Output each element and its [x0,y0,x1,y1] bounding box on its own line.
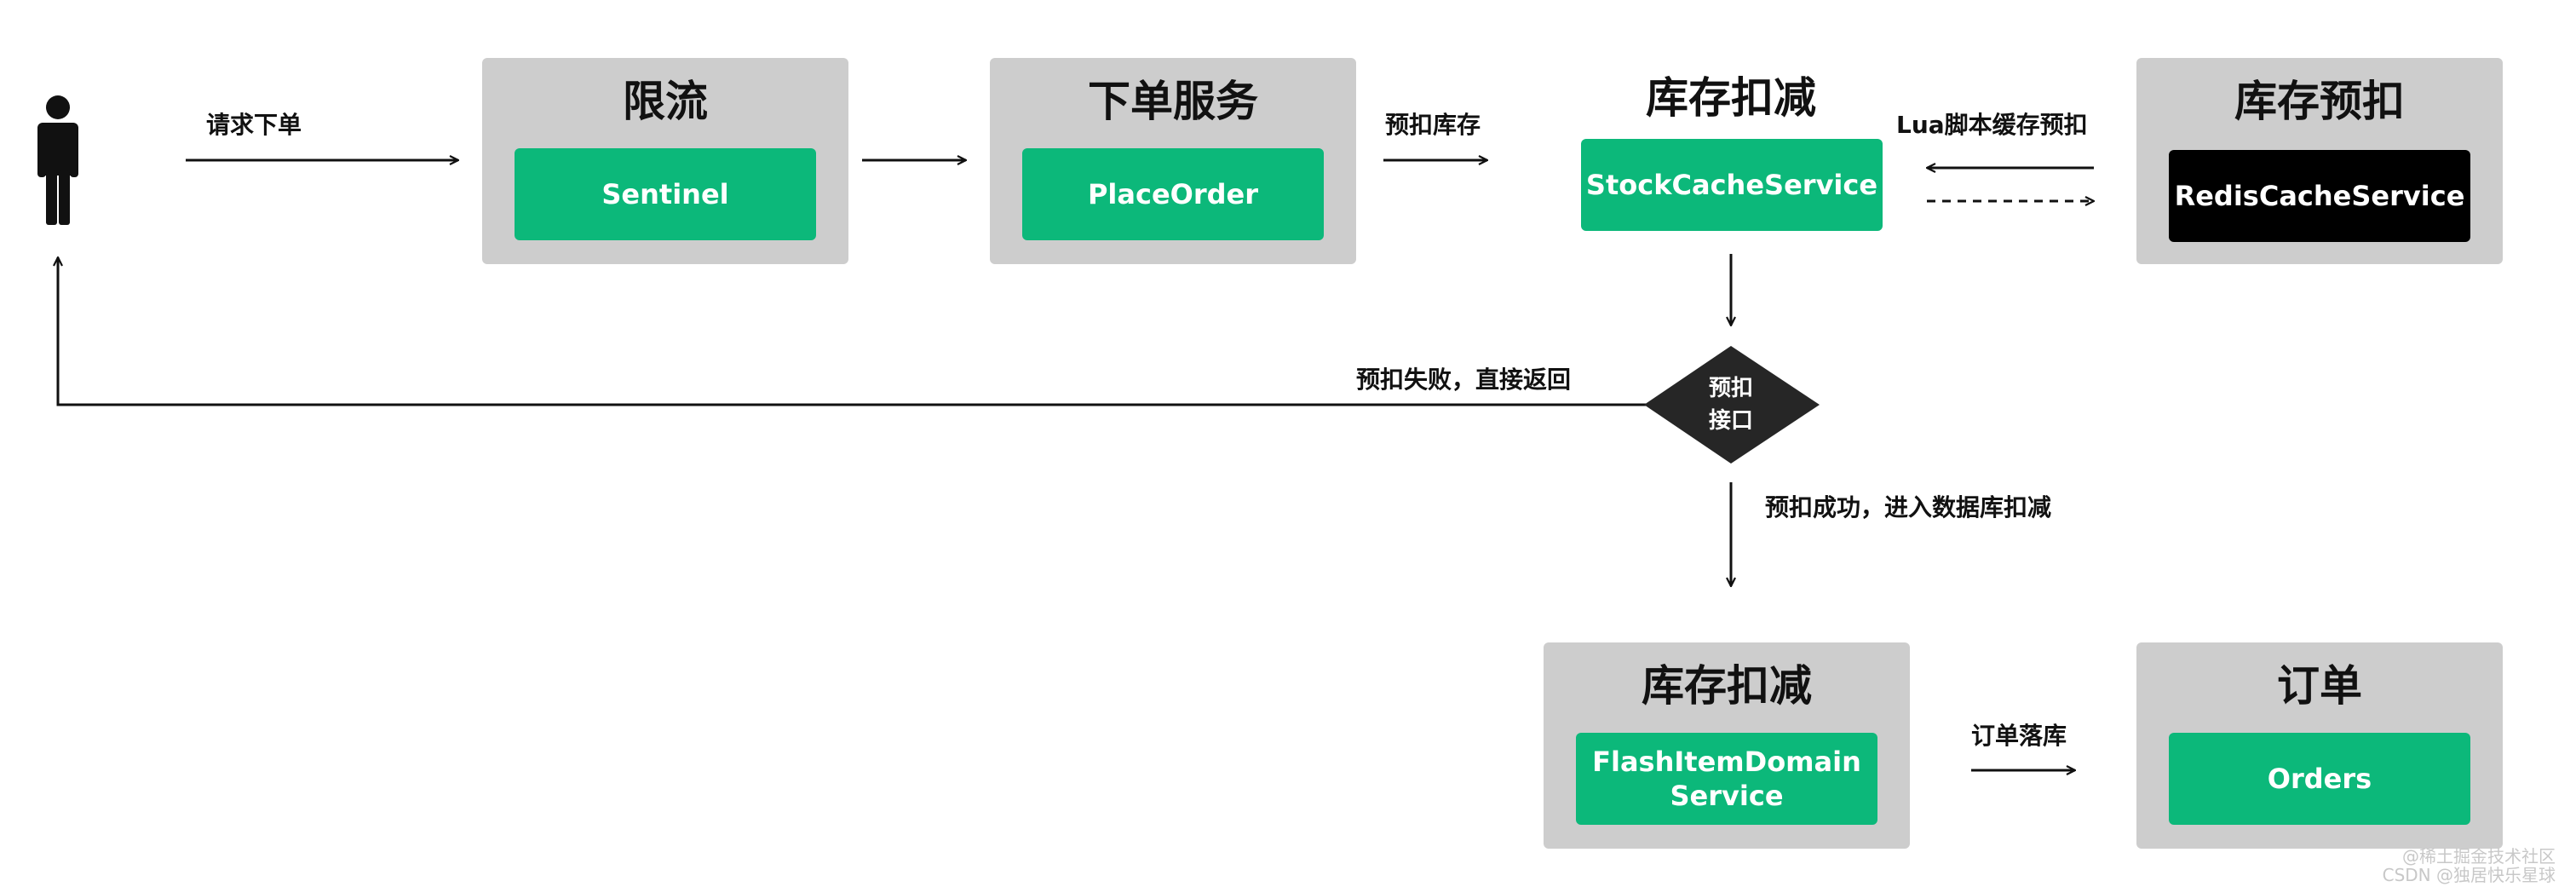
place-order-service: PlaceOrder [1022,148,1324,240]
arrow-fail-return [58,257,1646,406]
decision-diamond [1644,346,1820,464]
orders-service: Orders [2169,733,2470,825]
order-service-box: 下单服务 PlaceOrder [990,58,1356,264]
order-service-title: 下单服务 [1088,77,1258,126]
label-lua-script: Lua脚本缓存预扣 [1896,111,2088,139]
rate-limit-title: 限流 [623,77,708,126]
flash-item-domain-service: FlashItemDomainService [1576,733,1877,825]
stock-prededuct-box: 库存预扣 RedisCacheService [2136,58,2503,264]
label-order-persist: 订单落库 [1971,722,2067,750]
label-request-order: 请求下单 [206,111,302,139]
stock-deduct-db-title: 库存扣减 [1642,661,1812,711]
stock-prededuct-title: 库存预扣 [2234,77,2405,126]
watermark: @稀土掘金技术社区 CSDN @独居快乐星球 [2383,847,2556,884]
label-prededuct-fail: 预扣失败，直接返回 [1356,366,1572,394]
label-prededuct-success: 预扣成功，进入数据库扣减 [1765,493,2052,521]
orders-box: 订单 Orders [2136,642,2503,849]
decision-label-line2: 接口 [1708,407,1753,434]
decision-label: 预扣 接口 [1680,373,1782,437]
rate-limit-box: 限流 Sentinel [482,58,848,264]
orders-title: 订单 [2277,661,2362,711]
stock-cache-service: StockCacheService [1581,139,1883,231]
redis-cache-service: RedisCacheService [2169,150,2470,242]
watermark-line2: CSDN @独居快乐星球 [2382,865,2556,885]
person-icon [37,95,78,225]
watermark-line1: @稀土掘金技术社区 [2402,846,2556,867]
sentinel-service: Sentinel [515,148,816,240]
stock-deduct-db-box: 库存扣减 FlashItemDomainService [1544,642,1910,849]
label-prededuct-stock: 预扣库存 [1385,111,1481,139]
stock-deduct-cache-title: 库存扣减 [1646,73,1816,123]
decision-label-line1: 预扣 [1708,376,1753,401]
